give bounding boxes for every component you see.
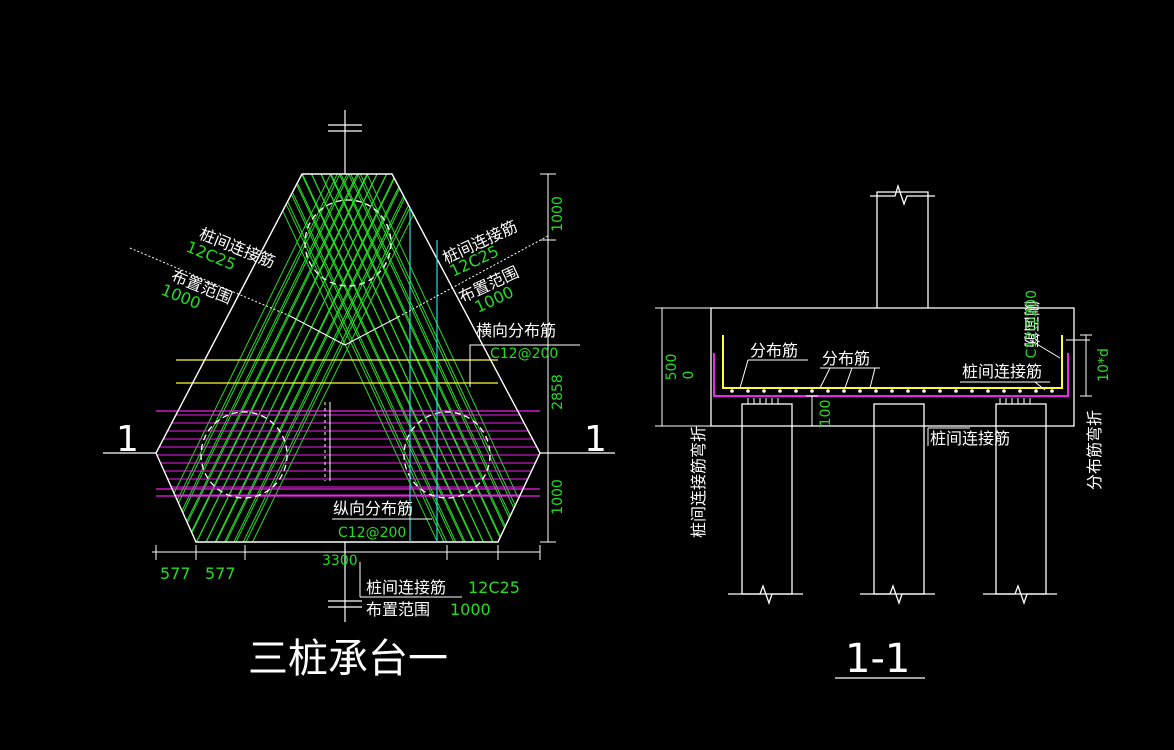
transverse-name: 横向分布筋 <box>476 321 556 340</box>
pile-left <box>200 411 288 499</box>
section-leaders <box>739 339 1090 446</box>
hatch-line <box>156 174 395 542</box>
rebar-dot <box>778 389 782 393</box>
yellow-rebar <box>722 335 1063 389</box>
distribution-label-1: 分布筋 <box>750 341 798 360</box>
yellow-transverse <box>176 359 498 384</box>
hatch-line <box>156 174 393 542</box>
hatch-line <box>156 174 418 542</box>
hatch-line <box>175 174 441 542</box>
hatch-line <box>183 174 449 542</box>
section-view: 500 0 100 10*d 分布筋 分布筋 桩间连接筋 桩间连接筋 侧面筋 C… <box>655 183 1112 682</box>
dim-right <box>540 173 556 543</box>
rebar-dot <box>1002 389 1006 393</box>
rebar-dots <box>730 389 1054 393</box>
bottom-rebar-range-label: 布置范围 <box>366 600 430 619</box>
column <box>876 191 929 308</box>
section-dim-b: 0 <box>681 371 697 380</box>
cut-mark-left: 1 <box>116 419 139 460</box>
hatch-line <box>289 174 540 542</box>
magenta-rebar <box>713 353 1069 397</box>
hatch-line <box>251 174 507 542</box>
bottom-rebar-spec: 12C25 <box>468 578 520 597</box>
hatch-line <box>290 174 540 542</box>
connect-label-1: 桩间连接筋 <box>962 362 1042 381</box>
rebar-dot <box>810 389 814 393</box>
rebar-dot <box>1050 389 1054 393</box>
distribution-label-2: 分布筋 <box>822 349 870 368</box>
dim-middle: 2858 <box>550 374 566 410</box>
bottom-rebar-range: 1000 <box>450 600 491 619</box>
rebar-dot <box>890 389 894 393</box>
rebar-dot <box>970 389 974 393</box>
rebar-dot <box>874 389 878 393</box>
rebar-dot <box>1018 389 1022 393</box>
section-pile-mid <box>873 403 925 595</box>
transverse-spec: C12@200 <box>490 346 558 362</box>
hatch-line <box>250 174 506 542</box>
rebar-dot <box>858 389 862 393</box>
section-dims <box>655 307 1092 427</box>
distribution-bend-label: 分布筋弯折 <box>1085 410 1104 490</box>
connect-bend-label: 桩间连接筋弯折 <box>689 426 708 538</box>
cyan-lines <box>409 208 438 542</box>
rebar-dot <box>986 389 990 393</box>
hatch-line <box>266 174 522 542</box>
dim-left-1: 577 <box>160 564 191 583</box>
section-dim-embed: 100 <box>818 400 834 427</box>
hatch-line <box>156 174 417 542</box>
longitudinal-spec: C12@200 <box>338 525 406 541</box>
hatch-line <box>156 174 409 542</box>
hatch-line <box>156 174 410 542</box>
pile-top-marks <box>747 398 1031 404</box>
section-dim-a: 500 <box>664 354 680 381</box>
dim-bottom-line <box>152 545 541 560</box>
cut-mark-right: 1 <box>584 419 607 460</box>
rebar-dot <box>906 389 910 393</box>
side-rebar-label: 侧面筋 <box>1022 300 1041 348</box>
hatch-line <box>259 174 515 542</box>
hatch-line <box>159 174 425 542</box>
magenta-band <box>156 410 540 497</box>
bottom-rebar-name: 桩间连接筋 <box>366 578 446 597</box>
hatch-line <box>167 174 433 542</box>
hatch-line <box>174 174 440 542</box>
dim-left-2: 577 <box>205 564 236 583</box>
rebar-dot <box>746 389 750 393</box>
leaders <box>129 235 580 598</box>
longitudinal-name: 纵向分布筋 <box>333 499 413 518</box>
section-title: 1-1 <box>845 636 910 682</box>
dim-top: 1000 <box>550 196 566 232</box>
dim-bottom: 1000 <box>550 479 566 515</box>
rebar-dot <box>954 389 958 393</box>
rebar-dot <box>938 389 942 393</box>
rebar-dot <box>842 389 846 393</box>
rebar-dot <box>1034 389 1038 393</box>
hatch-line <box>156 174 401 542</box>
rebar-dot <box>826 389 830 393</box>
connect-label-2: 桩间连接筋 <box>930 429 1010 448</box>
pile-top <box>304 199 392 287</box>
plan-view: 1 1 1000 2858 1000 <box>103 110 615 682</box>
plan-title: 三桩承台一 <box>248 636 448 682</box>
section-cap <box>710 307 1075 427</box>
section-dim-bend: 10*d <box>1096 348 1112 382</box>
rebar-dot <box>730 389 734 393</box>
rebar-dot <box>794 389 798 393</box>
hatch-line <box>258 174 514 542</box>
rebar-dot <box>922 389 926 393</box>
hatch-line <box>274 174 530 542</box>
dim-base: 3300 <box>322 553 358 569</box>
section-pile-left <box>741 403 793 595</box>
hatch-line <box>281 174 537 542</box>
pile-right <box>403 411 491 499</box>
rebar-dot <box>762 389 766 393</box>
side-rebar-spec: C12@200 <box>1024 290 1040 358</box>
